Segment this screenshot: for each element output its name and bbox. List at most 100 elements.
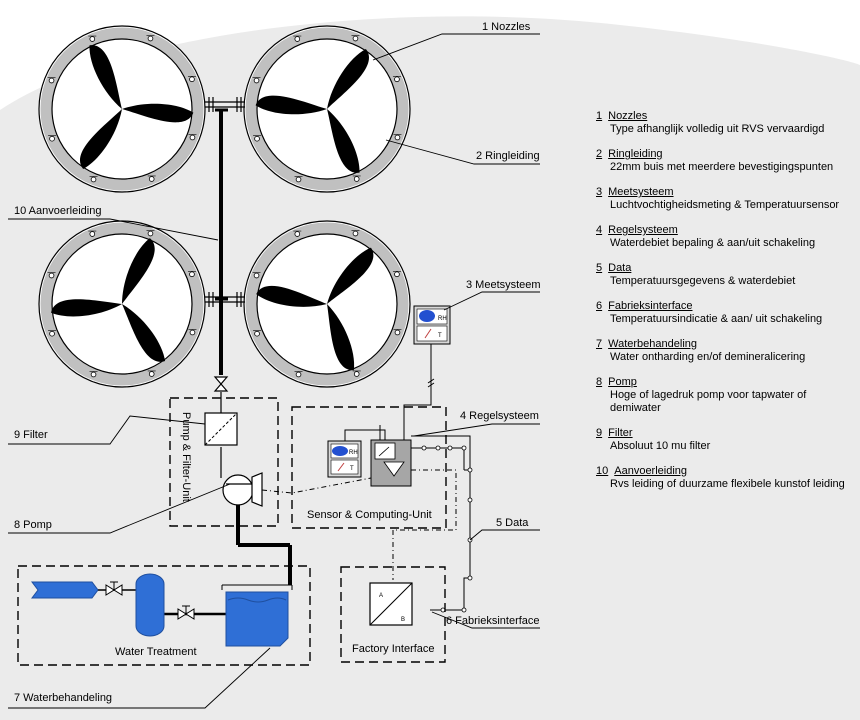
legend-entry-name: Nozzles (608, 110, 648, 122)
fan-blades (255, 49, 369, 173)
nozzle-icon (253, 330, 262, 337)
fan-top-left (38, 25, 206, 193)
nozzle-icon (88, 230, 97, 237)
inlet-valve-icon (105, 581, 123, 596)
meetsysteem-sensor-t: T (438, 333, 442, 339)
nozzle-icon (146, 230, 155, 237)
check-valve (213, 376, 229, 392)
callout-pomp: 8 Pomp (14, 519, 52, 531)
legend-entry-number: 7 (596, 338, 603, 350)
legend-entry-name: Ringleiding (608, 148, 663, 160)
nozzle-icon (188, 329, 197, 336)
legend-entry-name: Waterbehandeling (608, 338, 698, 350)
legend-entry-number: 3 (596, 186, 603, 198)
unit-sensor-t: T (350, 466, 354, 472)
nozzle-icon (187, 76, 196, 83)
factory-interface-box (340, 566, 446, 663)
legend-entry-name: Fabrieksinterface (608, 300, 693, 312)
nozzle-icon (146, 35, 155, 42)
sensor-computing-unit-label: Sensor & Computing-Unit (307, 509, 432, 521)
nozzle-icon (147, 370, 156, 377)
water-treatment-box (17, 565, 311, 666)
factory-port-a: A (379, 593, 383, 599)
nozzle-icon (294, 371, 303, 378)
legend-entry-name: Filter (608, 427, 633, 439)
legend-entry-title: 6 Fabrieksinterface (596, 300, 856, 313)
legend-entry-description: demiwater (610, 402, 661, 414)
nozzle-icon (293, 35, 302, 42)
legend-entry-title: 8 Pomp (596, 376, 856, 389)
nozzle-icon (351, 35, 360, 42)
nozzle-icon (393, 329, 402, 336)
nozzle-icon (147, 175, 156, 182)
legend-entry-description: Hoge of lagedruk pomp voor tapwater of (610, 389, 807, 401)
legend-entry-description: Rvs leiding of duurzame flexibele kunsto… (610, 478, 845, 490)
legend-entry-name: Regelsysteem (608, 224, 678, 236)
callout-fabrieksinterface: 6 Fabrieksinterface (446, 615, 540, 627)
legend-entry-description: Temperatuursindicatie & aan/ uit schakel… (610, 313, 823, 325)
nozzle-icon (47, 272, 56, 279)
nozzle-icon (352, 175, 361, 182)
nozzle-icon (187, 271, 196, 278)
legend-entry-description: Water ontharding en/of demineralicering (610, 351, 806, 363)
nozzle-icon (89, 176, 98, 183)
factory-interface-label: Factory Interface (352, 643, 435, 655)
unit-sensor-icon: RH T (327, 440, 362, 478)
nozzle-icon (392, 76, 401, 83)
nozzle-icon (351, 230, 360, 237)
nozzle-icon (393, 134, 402, 141)
callout-filter: 9 Filter (14, 429, 48, 441)
treatment-valve-icon (177, 605, 195, 620)
legend-entry-number: 6 (596, 300, 603, 312)
callout-nozzles: 1 Nozzles (482, 21, 531, 33)
legend-entry-title: 2 Ringleiding (596, 148, 856, 161)
nozzle-icon (89, 371, 98, 378)
legend-entry-number: 4 (596, 224, 603, 236)
factory-interface-icon: A B (369, 582, 413, 626)
water-treatment-label: Water Treatment (115, 646, 197, 658)
callout-ringleiding: 2 Ringleiding (476, 150, 540, 162)
nozzle-icon (252, 272, 261, 279)
legend-entry-title: 7 Waterbehandeling (596, 338, 856, 351)
nozzle-icon (48, 135, 57, 142)
filter-icon (204, 412, 238, 446)
nozzle-icon (47, 77, 56, 84)
callout-aanvoerleiding: 10 Aanvoerleiding (14, 205, 101, 217)
pump-filter-unit-label: Pump & Filter-Unit (180, 412, 192, 502)
legend-entry-description: Luchtvochtigheidsmeting & Temperatuursen… (610, 199, 840, 211)
controller-icon (370, 439, 412, 487)
control-wiring (261, 344, 471, 611)
ring-couplings (205, 97, 245, 307)
water-inlet-icon (31, 581, 99, 599)
legend-entry-number: 2 (596, 148, 603, 160)
fan-blades (256, 247, 374, 371)
factory-port-b: B (401, 617, 405, 623)
callout-lines (8, 33, 540, 709)
callout-data: 5 Data (496, 517, 529, 529)
nozzle-icon (294, 176, 303, 183)
nozzle-icon (392, 271, 401, 278)
legend-entry-number: 8 (596, 376, 603, 388)
nozzle-icon (253, 135, 262, 142)
callout-meetsysteem: 3 Meetsysteem (466, 279, 541, 291)
legend-entry-name: Pomp (608, 376, 637, 388)
fan-blades (51, 238, 166, 362)
legend-entry-number: 9 (596, 427, 603, 439)
pump-icon (222, 472, 263, 507)
nozzle-icon (188, 134, 197, 141)
sensor-computing-unit-box (291, 406, 447, 529)
legend-entry-description: Waterdebiet bepaling & aan/uit schakelin… (610, 237, 816, 249)
background-curve (0, 16, 860, 720)
legend-entry-description: Absoluut 10 mu filter (610, 440, 711, 452)
legend-entry-name: Data (608, 262, 632, 274)
